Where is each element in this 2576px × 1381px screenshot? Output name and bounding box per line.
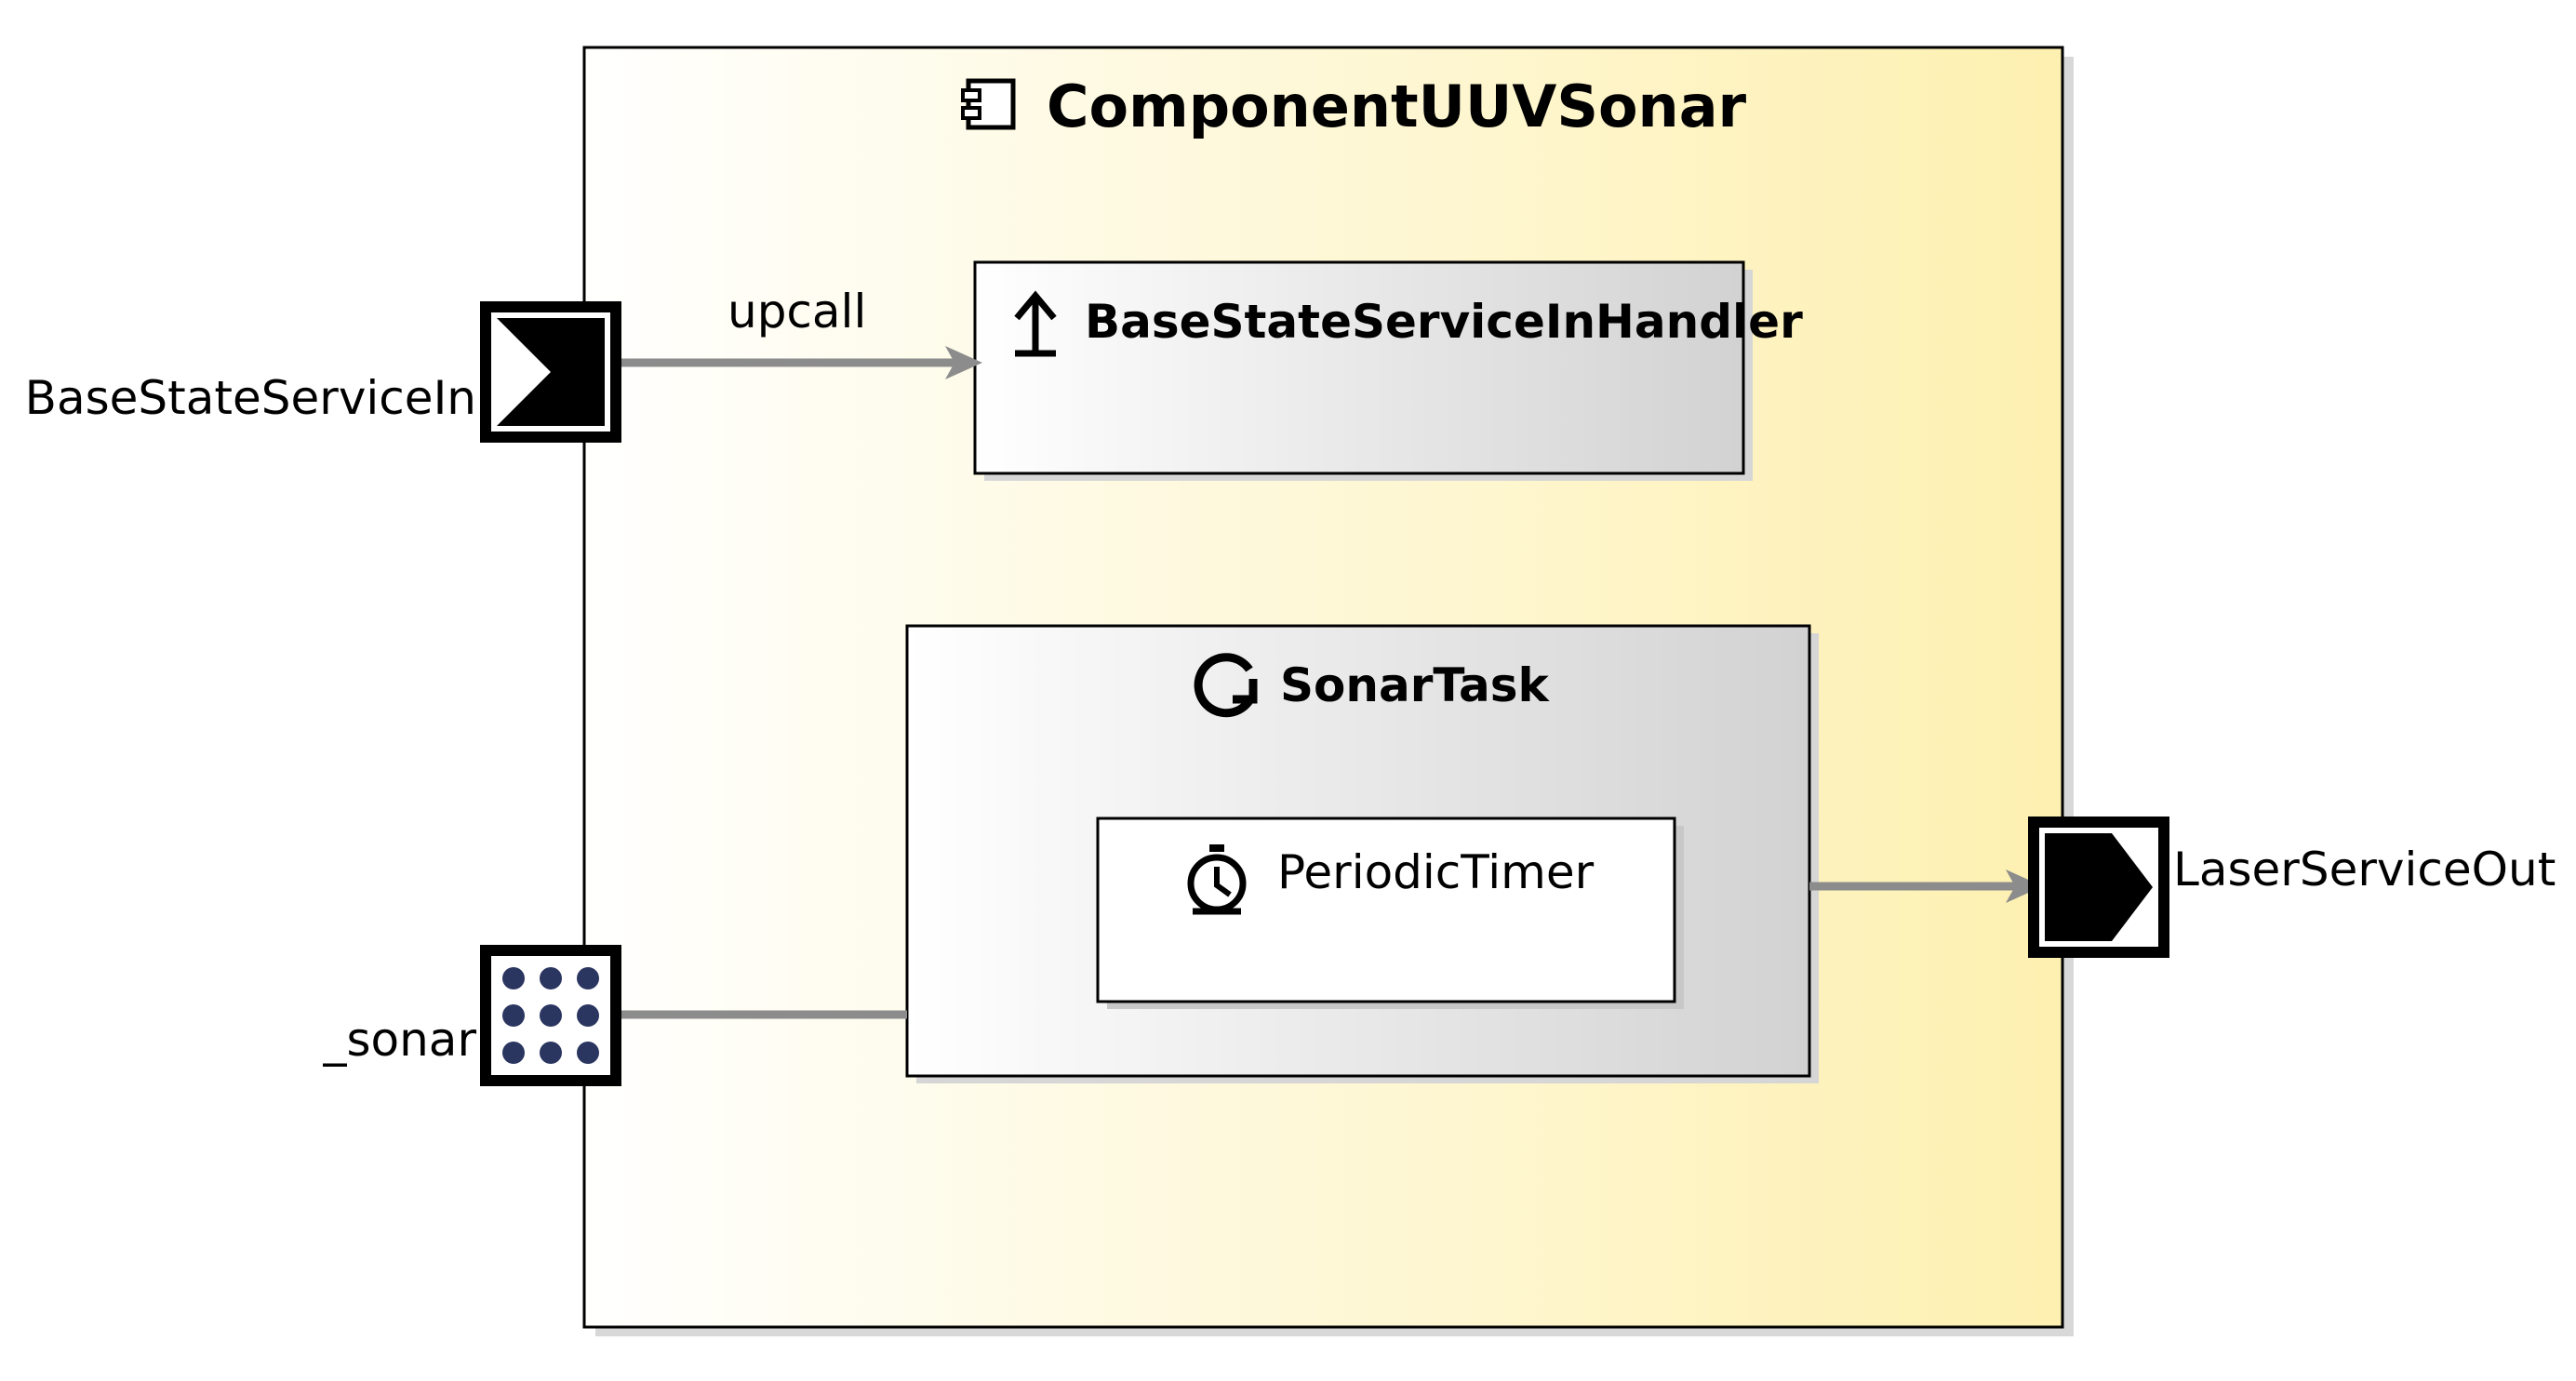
output-port-icon[interactable] (2028, 817, 2169, 958)
handler-title: BaseStateServiceInHandler (1085, 295, 1803, 349)
input-port-label: BaseStateServiceIn (25, 371, 476, 425)
component-title: ComponentUUVSonar (1047, 73, 1747, 140)
sonar-port-dots (502, 967, 599, 1064)
output-port-label: LaserServiceOut (2173, 843, 2556, 896)
upcall-handler-icon (1014, 290, 1057, 357)
task-loop-icon (1194, 653, 1258, 718)
sonar-port-label: _sonar (322, 1013, 476, 1067)
upcall-connector[interactable] (618, 346, 982, 379)
upcall-label: upcall (727, 285, 866, 339)
handler-box[interactable] (973, 260, 1753, 481)
component-icon (961, 78, 1016, 130)
task-title: SonarTask (1280, 658, 1551, 712)
timer-icon (1187, 844, 1247, 915)
input-port-icon[interactable] (480, 301, 621, 443)
timer-title: PeriodicTimer (1277, 845, 1595, 899)
laser-out-connector[interactable] (1809, 870, 2043, 903)
request-port-icon[interactable] (480, 945, 621, 1086)
